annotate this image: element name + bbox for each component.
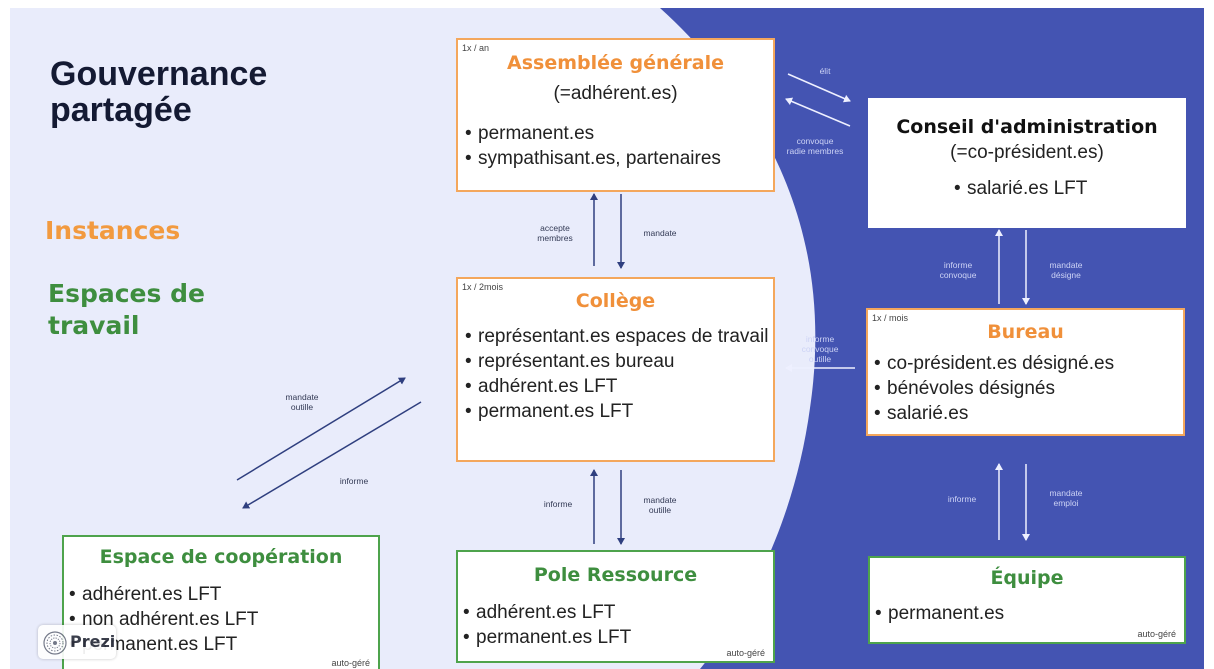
label-mandate-emploi: mandate emploi [1049, 488, 1083, 508]
prezi-label: Prezi [70, 632, 116, 651]
box-frequency: 1x / mois [872, 313, 909, 323]
list-item: représentant.es bureau [462, 349, 769, 374]
box-pole-ressource: Pole Ressource adhérent.es LFT permanent… [456, 550, 775, 663]
box-list: représentant.es espaces de travail repré… [462, 324, 769, 424]
box-bureau: 1x / mois Bureau co-président.es désigné… [866, 308, 1185, 436]
box-title: Espace de coopération [99, 546, 343, 568]
box-list: permanent.es [872, 601, 1184, 626]
box-title: Assemblée générale [507, 52, 724, 74]
arrow-informe-left [242, 401, 422, 509]
box-list: co-président.es désigné.es bénévoles dés… [871, 351, 1183, 426]
box-title: Équipe [990, 567, 1064, 589]
list-item: adhérent.es LFT [460, 600, 773, 625]
label-mandate-outille-pole: mandate outille [643, 495, 677, 515]
prezi-logo-icon [43, 631, 67, 655]
auto-gere-label: auto-géré [1137, 629, 1176, 639]
label-informe-left: informe [339, 476, 369, 486]
box-frequency: 1x / an [462, 43, 490, 53]
label-elit: élit [819, 66, 831, 76]
label-informe-pole: informe [543, 499, 573, 509]
list-item: salarié.es [871, 401, 1183, 426]
box-list: salarié.es LFT [951, 176, 1185, 201]
list-item: permanent.es LFT [460, 625, 773, 650]
list-item: permanent.es LFT [462, 399, 769, 424]
prezi-badge[interactable]: Prezi [38, 625, 116, 659]
box-list: adhérent.es LFT permanent.es LFT [460, 600, 773, 650]
label-mandate-outille-left: mandate outille [285, 392, 319, 412]
box-title: Pole Ressource [533, 564, 698, 586]
slide-canvas: Gouvernance partagée Instances Espaces d… [10, 8, 1204, 669]
legend-espaces: Espaces de travail [48, 279, 205, 340]
list-item: non adhérent.es LFT [66, 607, 378, 632]
box-college: 1x / 2mois Collège représentant.es espac… [456, 277, 775, 462]
legend-instances: Instances [45, 216, 181, 245]
list-item: co-président.es désigné.es [871, 351, 1183, 376]
box-subtitle: (=adhérent.es) [553, 83, 678, 104]
label-informe-equipe: informe [947, 494, 977, 504]
list-item: permanent.es [872, 601, 1184, 626]
box-title: Collège [575, 290, 656, 312]
list-item: adhérent.es LFT [66, 582, 378, 607]
box-conseil-administration: Conseil d'administration (=co-président.… [868, 98, 1186, 228]
box-frequency: 1x / 2mois [462, 282, 504, 292]
box-title: Bureau [987, 321, 1064, 343]
arrow-mandate-outille-left [236, 377, 406, 481]
box-equipe: Équipe permanent.es auto-géré [868, 556, 1186, 644]
label-informe-convoque: informe convoque [939, 260, 977, 280]
auto-gere-label: auto-géré [726, 648, 765, 658]
list-item: salarié.es LFT [951, 176, 1185, 201]
box-subtitle: (=co-président.es) [950, 142, 1104, 163]
list-item: sympathisant.es, partenaires [462, 146, 773, 171]
auto-gere-label: auto-géré [331, 658, 370, 668]
list-item: adhérent.es LFT [462, 374, 769, 399]
label-informe-convoque-outille: informe convoque outille [801, 334, 839, 364]
label-mandate-ag: mandate [643, 228, 677, 238]
list-item: représentant.es espaces de travail [462, 324, 769, 349]
box-title: Conseil d'administration [896, 116, 1158, 138]
label-convoque-radie: convoque radie membres [786, 136, 844, 156]
label-mandate-designe: mandate désigne [1049, 260, 1083, 280]
arrow-convoque [785, 97, 851, 127]
list-item: bénévoles désignés [871, 376, 1183, 401]
box-assemblee-generale: 1x / an Assemblée générale (=adhérent.es… [456, 38, 775, 192]
arrow-elit [787, 73, 851, 103]
page-title: Gouvernance partagée [50, 55, 268, 129]
box-list: permanent.es sympathisant.es, partenaire… [462, 121, 773, 171]
list-item: permanent.es [462, 121, 773, 146]
label-accepte-membres: accepte membres [537, 223, 573, 243]
